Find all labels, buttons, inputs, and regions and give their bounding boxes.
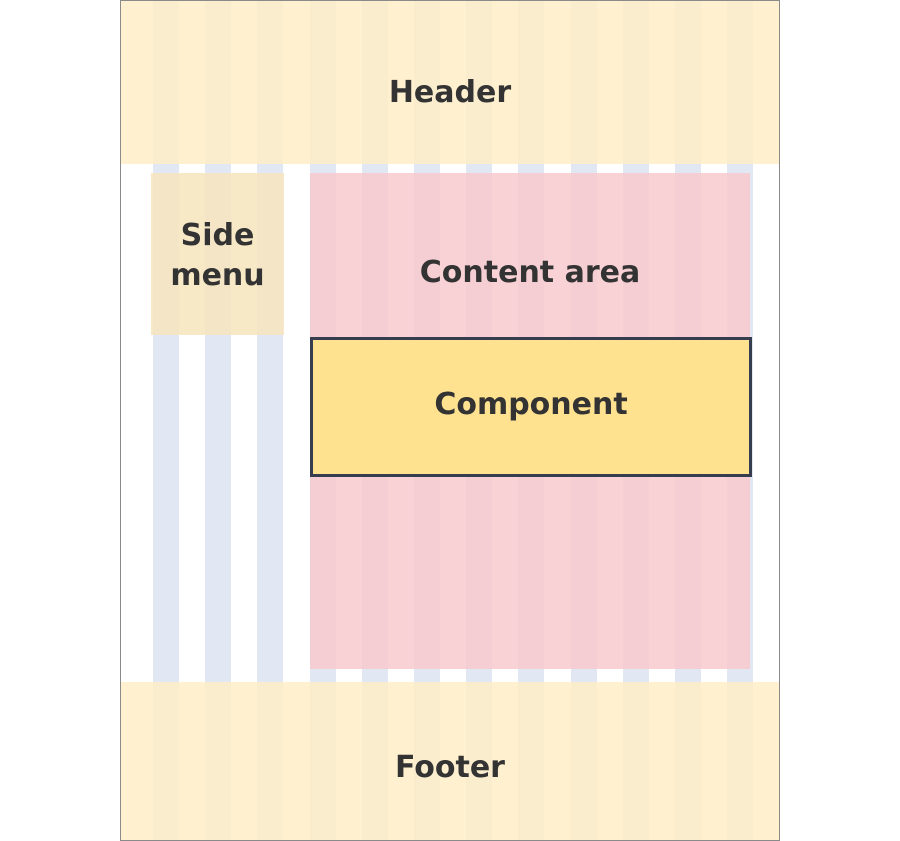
component-label: Component: [434, 387, 628, 422]
page-layout-frame: Component Header Side menu Content area …: [120, 0, 780, 841]
header-region: [121, 1, 779, 164]
footer-region: [121, 682, 779, 840]
side-menu-region: [151, 173, 284, 335]
header-label: Header: [388, 75, 512, 110]
side-menu-label: Side menu: [151, 216, 284, 296]
footer-label: Footer: [395, 750, 505, 785]
side-menu-label-line1: Side: [180, 218, 255, 253]
component-box: Component: [310, 337, 752, 477]
content-area-label: Content area: [419, 255, 641, 290]
side-menu-label-line2: menu: [170, 258, 265, 293]
